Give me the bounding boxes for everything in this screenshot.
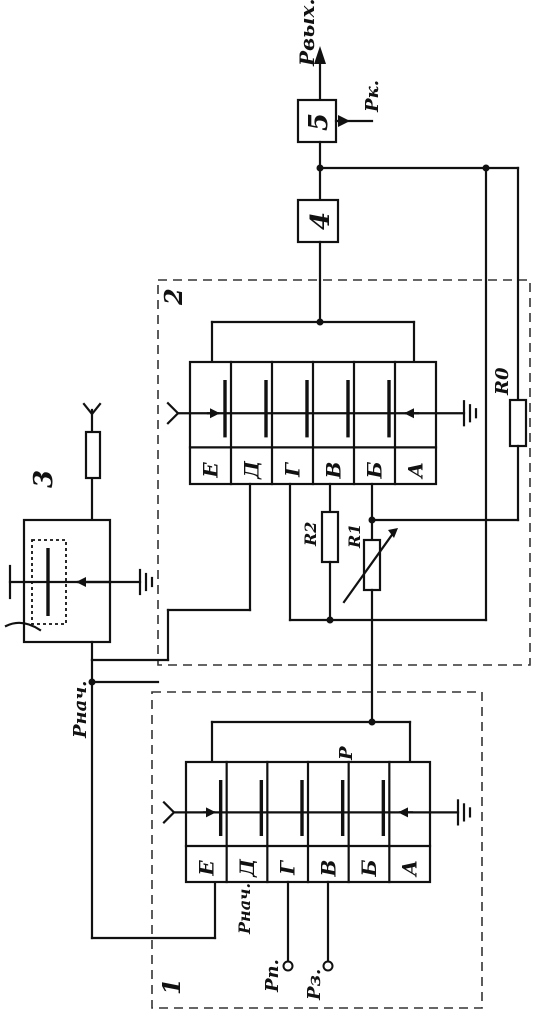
label-layer: 2 1 3 Pвых. Pк. Pнач. Pнач. P Pп. Pз. R0…: [29, 0, 513, 1001]
block3-restrictor: [84, 430, 102, 480]
block-4-label: 4: [306, 212, 336, 230]
stack2-chamber-label: А: [404, 462, 428, 480]
block3-arrow: [76, 577, 86, 587]
stack2-supply-icon: [166, 401, 180, 425]
label-p-k: Pк.: [362, 80, 383, 113]
block-5: [296, 98, 338, 144]
stack1-ground-arrow: [398, 807, 408, 818]
label-p-out: Pвых.: [295, 0, 319, 67]
stack1-chamber-label: А: [398, 860, 422, 878]
label-p-z: Pз.: [304, 969, 325, 1001]
stack1-chamber-label: E: [194, 860, 218, 877]
stack1-supply-icon: [162, 800, 176, 824]
boundary-unit-1: [151, 691, 483, 1009]
block3-leader: [4, 621, 42, 632]
block3-ground-icon: [138, 568, 154, 596]
output-arrow: [314, 46, 326, 64]
stack2-chamber-label: E: [199, 462, 223, 479]
label-p-p: Pп.: [262, 959, 283, 993]
block-4: [296, 198, 340, 244]
boundary-unit-2: [157, 279, 531, 666]
stack2-chamber-label: Д: [240, 460, 264, 480]
block3-membrane: [31, 539, 67, 625]
stack2-chamber-label: В: [322, 462, 346, 480]
stack1-chamber-label: Б: [357, 859, 381, 877]
label-r0: R0: [492, 367, 513, 396]
junction-5-4: [316, 164, 324, 172]
r1-adjust-arrow: [342, 530, 396, 604]
label-r1: R1: [345, 524, 364, 549]
label-r2: R2: [301, 522, 320, 547]
label-p-nach-top: Pнач.: [70, 681, 91, 739]
stack2-chamber-label: Б: [363, 461, 387, 479]
junction-r1: [368, 516, 376, 524]
junction-r2: [326, 616, 334, 624]
label-block-2: 2: [159, 288, 188, 306]
stack1-chamber-label: Г: [276, 860, 300, 876]
pk-arrow: [338, 115, 350, 127]
label-block-1: 1: [157, 978, 186, 995]
r1-adjust-arrowhead: [388, 528, 398, 538]
stack2-chamber-label: Г: [281, 462, 305, 478]
junction-p: [368, 718, 376, 726]
resistor-r0: [508, 398, 528, 448]
pz-port: [322, 960, 334, 972]
stack2-ground-arrow: [404, 408, 414, 419]
resistor-r2: [320, 510, 340, 564]
stack1-chamber-label: В: [316, 860, 340, 878]
resistor-r1: [362, 538, 382, 592]
label-p-nach-bottom: Pнач.: [235, 883, 254, 935]
stack2-nozzle-arrow: [210, 408, 220, 419]
supply-symbol-3: [82, 402, 102, 416]
stack1-chamber-label: Д: [235, 858, 259, 878]
junction-r0: [482, 164, 490, 172]
stack1-nozzle-arrow: [206, 807, 216, 818]
label-p: P: [336, 746, 357, 761]
junction-unit2-out: [316, 318, 324, 326]
pp-port: [282, 960, 294, 972]
block-5-label: 5: [304, 113, 334, 131]
label-block-3: 3: [29, 470, 59, 488]
